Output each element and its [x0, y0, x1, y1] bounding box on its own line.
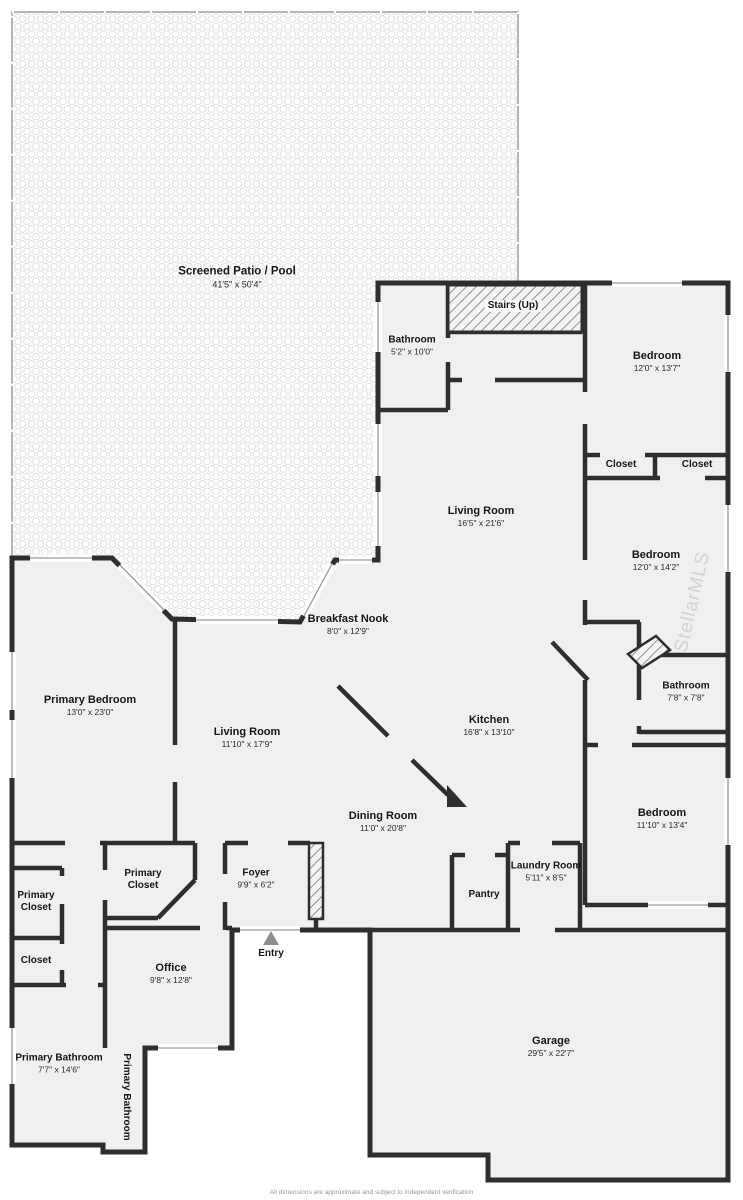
room-label-dining-room: Dining Room 11'0" x 20'8" — [348, 809, 418, 834]
kitchen-wall-triangle — [447, 785, 467, 807]
room-label-closet-a: Closet — [605, 459, 637, 470]
room-label-bedroom-se: Bedroom 11'10" x 13'4" — [636, 806, 688, 831]
room-label-pantry: Pantry — [468, 889, 500, 900]
entry-marker-icon — [263, 931, 279, 945]
room-label-primary-closet-center: Primary Closet — [124, 868, 162, 891]
room-label-garage: Garage 29'5" x 22'7" — [527, 1034, 575, 1059]
room-label-bedroom-e: Bedroom 12'0" x 14'2" — [631, 548, 681, 573]
room-label-primary-bedroom: Primary Bedroom 13'0" x 23'0" — [43, 693, 137, 718]
bathroom-corner-hatch — [626, 634, 672, 670]
room-label-office: Office 9'8" x 12'8" — [150, 961, 192, 986]
room-label-living-room-center: Living Room 11'10" x 17'9" — [213, 725, 281, 750]
room-label-closet-b: Closet — [681, 459, 713, 470]
room-label-living-room-main: Living Room 16'5" x 21'6" — [447, 504, 515, 529]
room-label-kitchen: Kitchen 16'8" x 13'10" — [463, 713, 515, 738]
disclaimer-text: All dimensions are approximate and subje… — [269, 1189, 474, 1196]
room-label-screened-patio-pool: Screened Patio / Pool 41'5" x 50'4" — [178, 265, 296, 290]
foyer-hatch-strip — [307, 841, 325, 921]
room-label-bathroom-e: Bathroom 7'8" x 7'8" — [662, 680, 710, 703]
room-label-primary-bathroom: Primary Bathroom 7'7" x 14'6" — [15, 1052, 103, 1075]
room-label-closet-w: Closet — [20, 955, 52, 966]
room-label-bathroom-upper: Bathroom 5'2" x 10'0" — [388, 334, 436, 357]
room-label-primary-closet-w: Primary Closet — [17, 890, 55, 913]
room-label-entry: Entry — [258, 948, 284, 959]
room-label-foyer: Foyer 9'9" x 6'2" — [237, 867, 275, 890]
room-label-breakfast-nook: Breakfast Nook 8'0" x 12'9" — [307, 612, 389, 637]
room-label-stairs-up: Stairs (Up) — [484, 300, 542, 312]
windows — [8, 279, 732, 1084]
room-label-primary-bathroom-vertical: Primary Bathroom — [121, 1053, 132, 1141]
room-label-laundry-room: Laundry Room 5'11" x 8'5" — [510, 860, 582, 883]
room-label-bedroom-ne: Bedroom 12'0" x 13'7" — [632, 349, 682, 374]
